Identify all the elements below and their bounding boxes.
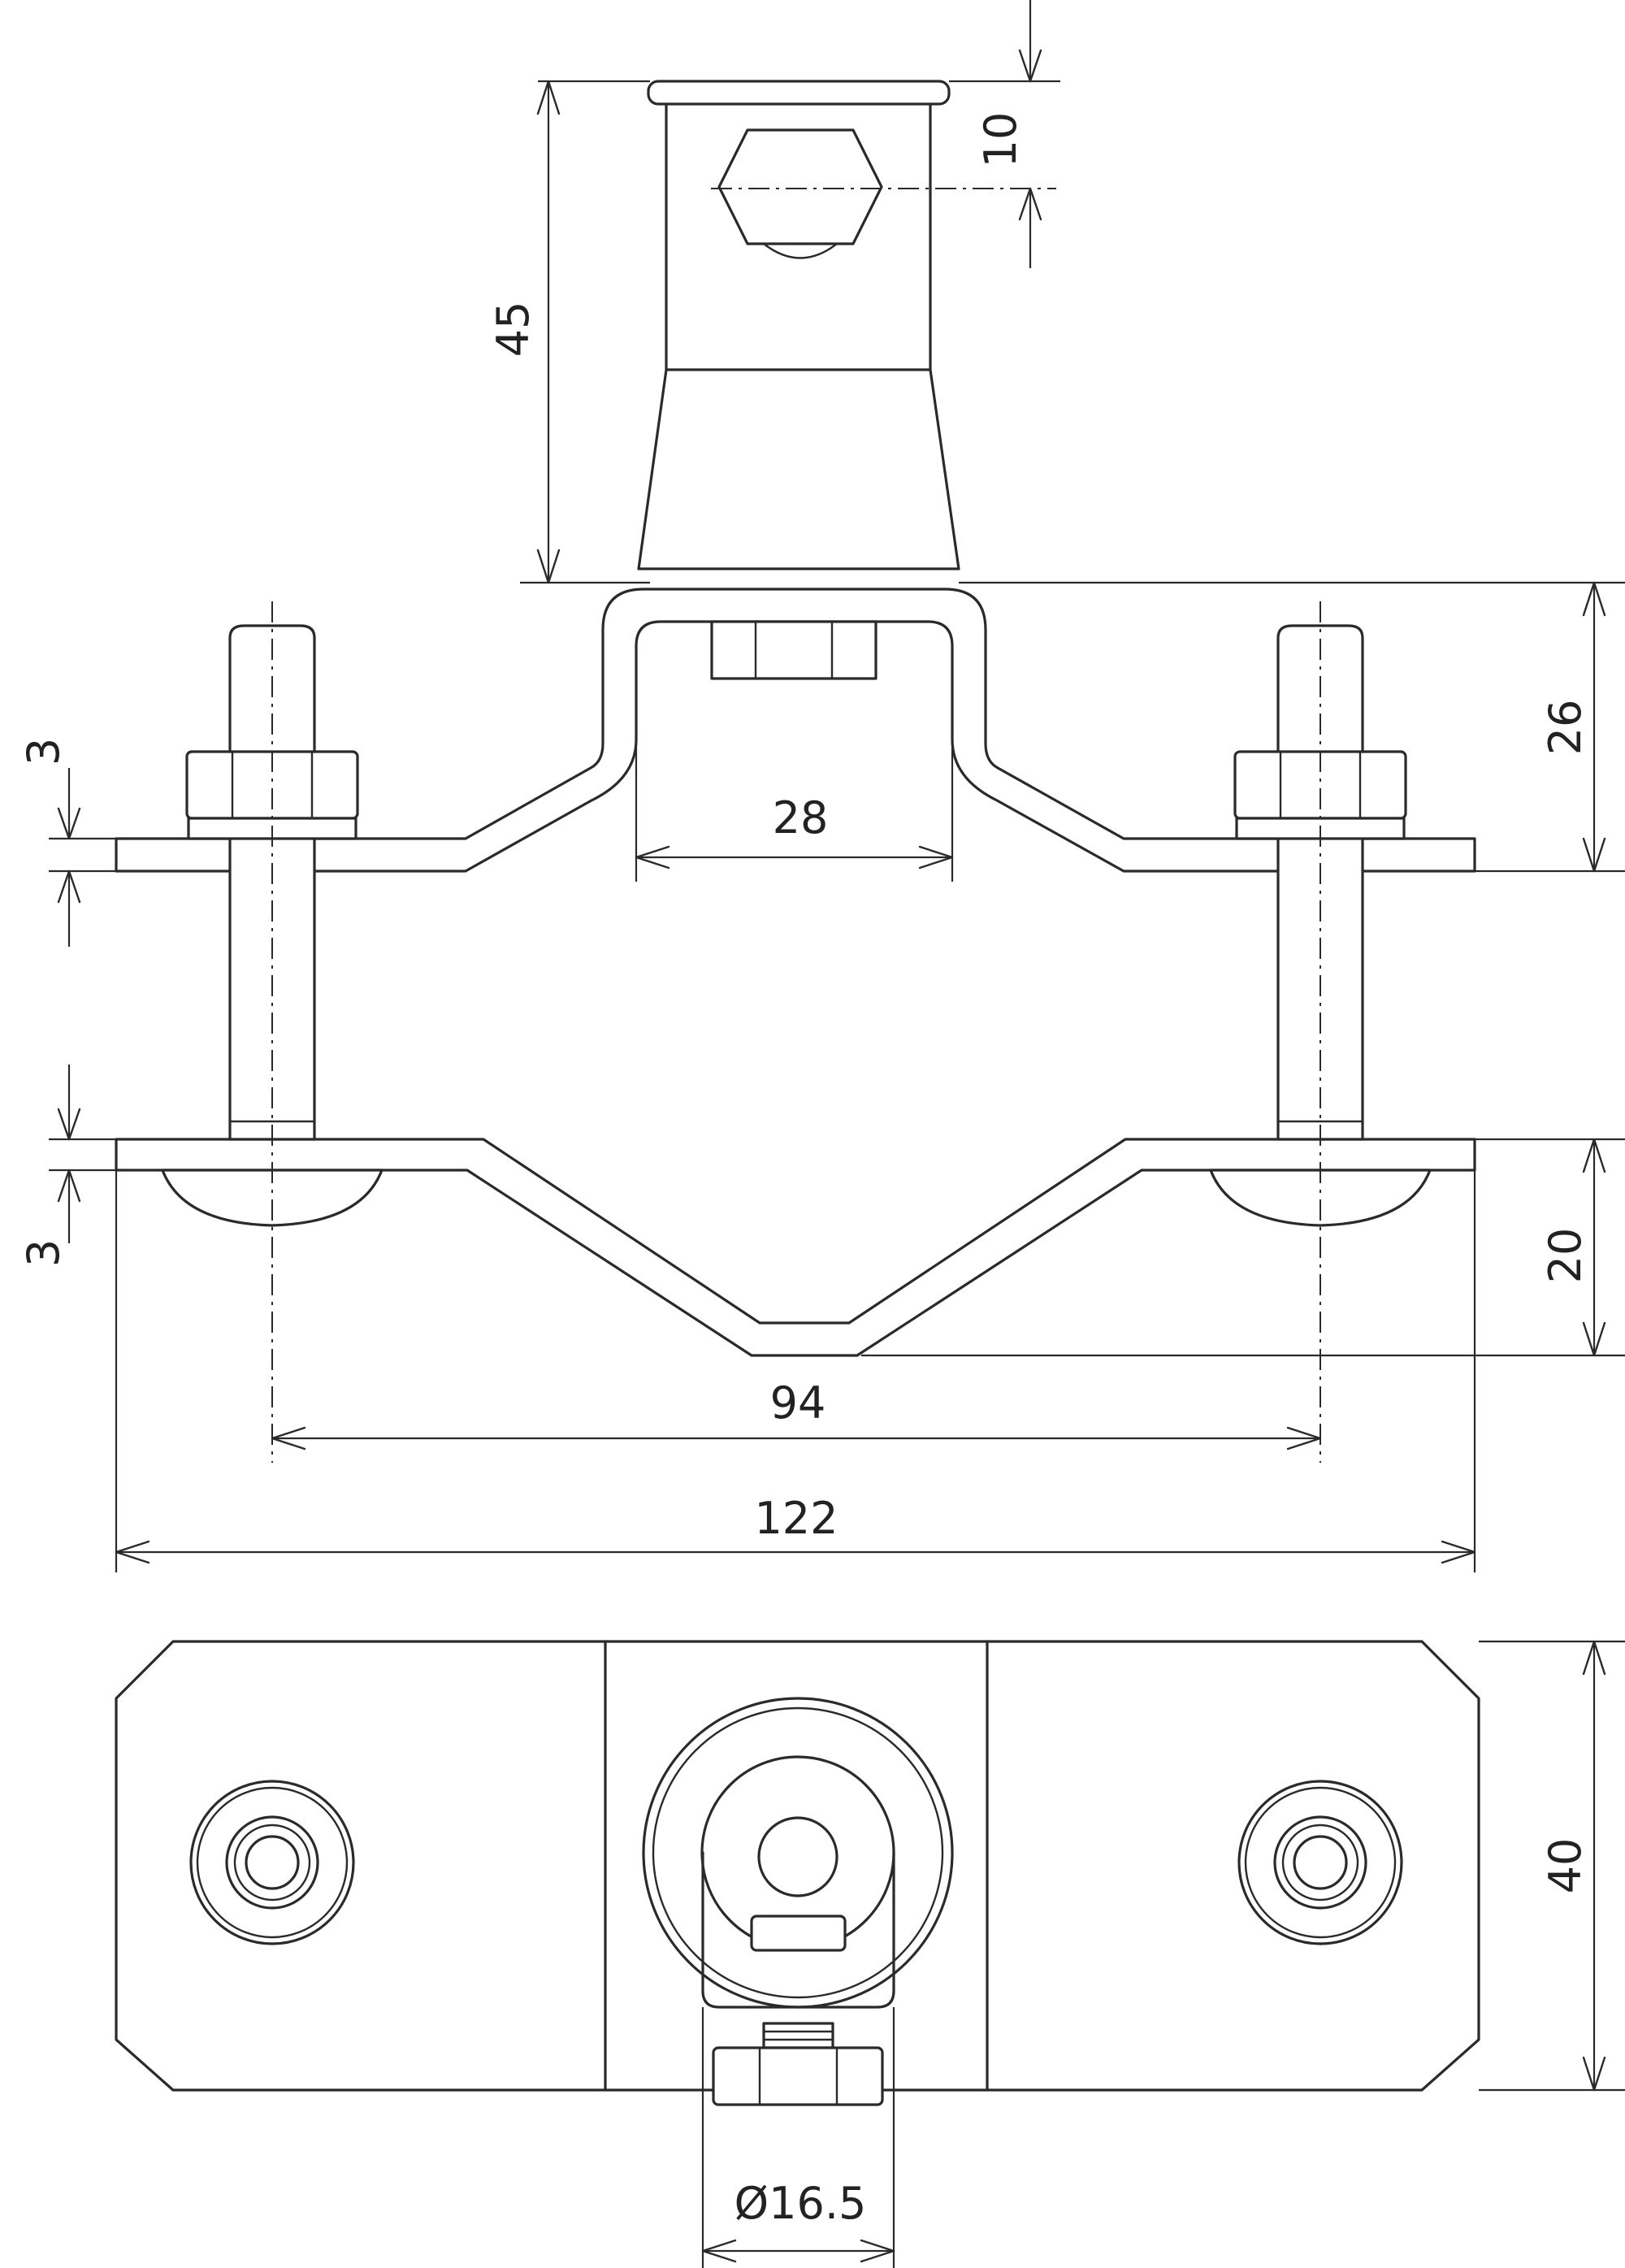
dimension-40-label: 40 (1540, 1838, 1591, 1894)
left-stud-bolt (161, 601, 384, 1463)
left-stud-top (189, 1780, 355, 1945)
dimension-10-label: 10 (975, 112, 1026, 168)
dimension-diameter-label: Ø16.5 (734, 2178, 867, 2229)
clamp-head-top (642, 1697, 954, 2106)
dimension-26: 26 (959, 581, 1625, 873)
dimension-45-label: 45 (488, 301, 539, 358)
dimension-122: 122 (115, 1170, 1476, 1572)
top-view: 40 Ø16.5 (115, 1640, 1625, 2268)
dimension-10: 10 (949, 0, 1060, 268)
dimension-122-label: 122 (754, 1493, 838, 1544)
side-view: 10 45 26 28 (18, 0, 1625, 1572)
dimension-3-top: 3 (18, 738, 116, 947)
dimension-94: 94 (271, 1377, 1322, 1451)
dimension-20: 20 (861, 1138, 1625, 1357)
dimension-diameter-16-5: Ø16.5 (701, 2007, 895, 2268)
dimension-26-label: 26 (1540, 700, 1591, 756)
dimension-28: 28 (635, 739, 954, 882)
upper-strap (115, 588, 1476, 873)
clamp-head (637, 80, 1056, 570)
dimension-94-label: 94 (770, 1377, 826, 1429)
dimension-3-top-label: 3 (18, 738, 69, 765)
dimension-40: 40 (1479, 1640, 1625, 2092)
dimension-20-label: 20 (1540, 1228, 1591, 1284)
dimension-28-label: 28 (773, 792, 829, 843)
dimension-45: 45 (488, 80, 650, 584)
dimension-3-bottom-label: 3 (18, 1239, 69, 1267)
dimension-3-bottom: 3 (18, 1065, 116, 1267)
right-stud-top (1237, 1780, 1403, 1945)
right-stud-bolt (1209, 601, 1432, 1463)
